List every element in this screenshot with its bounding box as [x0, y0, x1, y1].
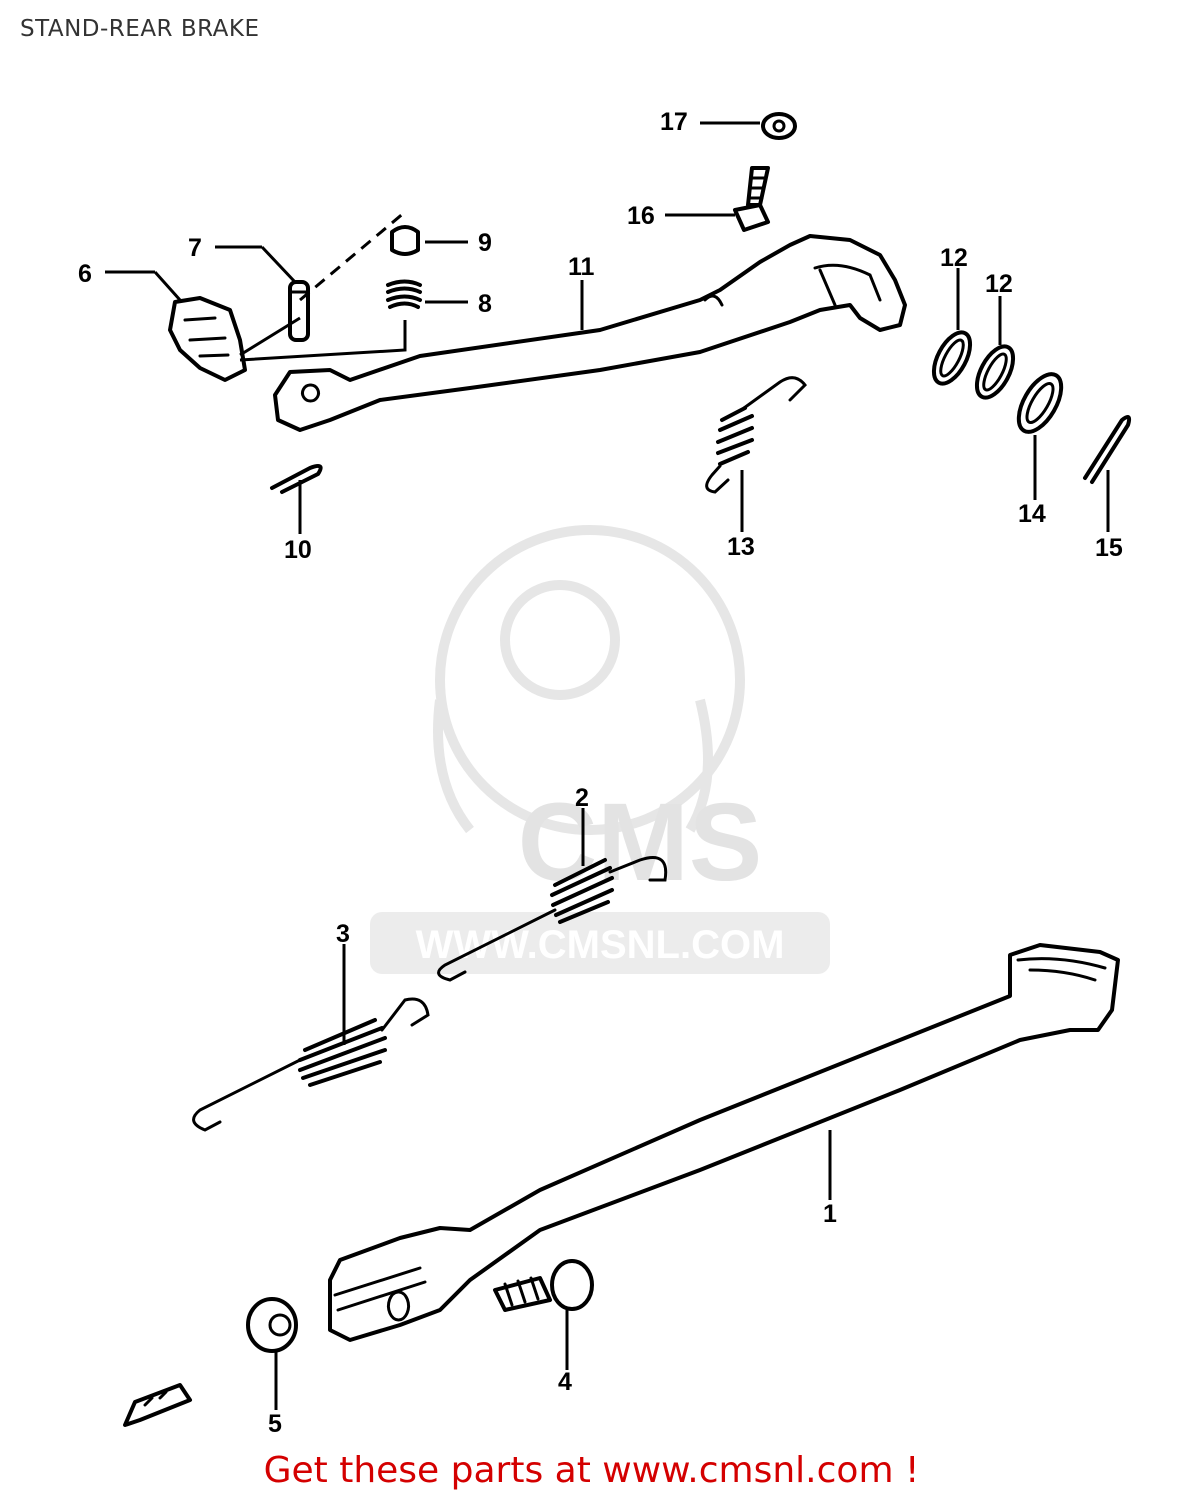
callout-4: 4 [558, 1368, 572, 1396]
footer-link[interactable]: Get these parts at www.cmsnl.com ! [263, 1450, 920, 1491]
pivot-bolt [733, 166, 770, 232]
pedal-tip [168, 296, 247, 382]
pin [288, 280, 310, 342]
callout-15: 15 [1095, 534, 1123, 562]
side-stand [328, 943, 1120, 1342]
callout-12a: 12 [940, 244, 968, 272]
brake-pedal-arm [273, 234, 907, 432]
callout-1: 1 [823, 1200, 837, 1228]
page-title: STAND-REAR BRAKE [20, 16, 260, 42]
front-arrow-icon [123, 1383, 192, 1427]
small-spring [386, 279, 422, 309]
callout-3: 3 [336, 920, 350, 948]
callout-17: 17 [660, 108, 688, 136]
callout-14: 14 [1018, 500, 1046, 528]
stand-spring-a [437, 856, 668, 982]
pedal-return-spring [705, 376, 807, 494]
callout-6: 6 [78, 260, 92, 288]
stand-nut [246, 1297, 298, 1353]
parts-diagram: CMS WWW.CMSNL.COM [78, 108, 1132, 1438]
seal-b [974, 344, 1016, 400]
nut-top [761, 112, 797, 140]
callout-11: 11 [568, 253, 595, 281]
stand-spring-b [192, 997, 430, 1132]
callout-5: 5 [268, 1410, 282, 1438]
cotter-pin-left [270, 464, 323, 494]
cotter-pin-right [1083, 415, 1132, 484]
cap [390, 225, 420, 256]
seal-a [931, 330, 973, 386]
callout-16: 16 [627, 202, 655, 230]
callout-8: 8 [478, 290, 492, 318]
callout-labels: 17 16 7 6 9 8 11 12 12 14 15 13 10 2 3 1… [78, 108, 1123, 1438]
stand-bolt [493, 1259, 594, 1312]
callout-2: 2 [575, 784, 589, 812]
callout-7: 7 [188, 234, 202, 262]
callout-13: 13 [727, 533, 755, 561]
leader-lines [105, 121, 1110, 1410]
washer [1016, 372, 1064, 434]
callout-9: 9 [478, 229, 492, 257]
callout-10: 10 [284, 536, 312, 564]
callout-12b: 12 [985, 270, 1013, 298]
watermark-url: WWW.CMSNL.COM [416, 923, 785, 967]
